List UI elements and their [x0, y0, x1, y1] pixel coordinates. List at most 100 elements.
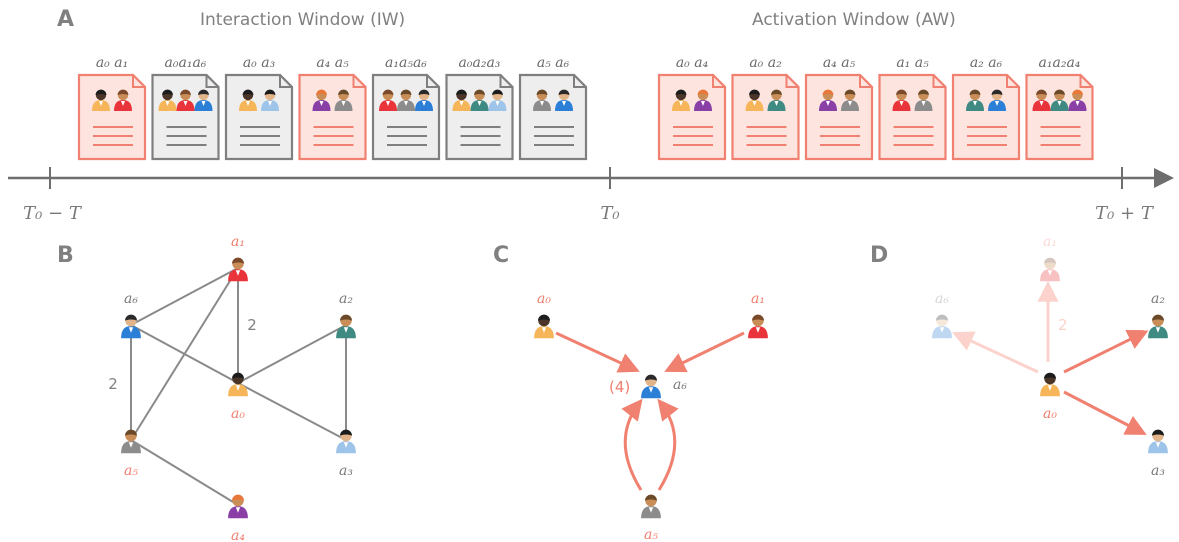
agent-a2-icon — [767, 89, 786, 111]
doc-label: a₀ a₂ — [749, 55, 782, 71]
node-label-a4: a₄ — [231, 528, 245, 542]
node-label-a5: a₅ — [124, 463, 138, 479]
agent-a4-icon — [1068, 89, 1087, 111]
agent-a0-icon — [534, 314, 554, 339]
node-label-a6: a₆ — [673, 377, 687, 393]
node-a1: a₁ — [748, 291, 768, 339]
agent-a5-icon — [121, 429, 141, 454]
document-icon — [731, 73, 800, 161]
tick-label-t0: T₀ — [600, 203, 619, 224]
iw-doc-1: a₀a₁a₆ — [151, 55, 220, 161]
aw-doc-1: a₀ a₂ — [731, 55, 800, 161]
node-a2: a₂ — [336, 291, 356, 339]
panel-d-letter: D — [870, 243, 888, 268]
node-a0: a₀ — [1040, 372, 1060, 422]
document-icon — [224, 73, 294, 161]
node-label-a0: a₀ — [231, 406, 245, 422]
doc-label: a₀ a₁ — [96, 55, 128, 71]
document-icon — [298, 73, 367, 161]
agent-a3-icon — [336, 429, 356, 454]
agent-a4-icon — [819, 89, 837, 111]
aw-doc-2: a₄ a₅ — [804, 55, 874, 161]
agent-a6-icon — [555, 89, 573, 111]
panel-c-count-label: (4) — [609, 378, 630, 396]
agent-a3-icon — [1148, 429, 1168, 454]
node-label-a5: a₅ — [644, 527, 658, 542]
node-a6: a₆ — [121, 291, 141, 339]
node-label-a1: a₁ — [1043, 234, 1057, 250]
doc-label: a₀ a₃ — [243, 55, 276, 71]
agent-a3-icon — [261, 89, 279, 111]
edge-a0-a3 — [237, 382, 347, 441]
edge-a6-a1 — [130, 267, 239, 326]
edge-a0-a2 — [1063, 330, 1149, 374]
agent-a1-icon — [1032, 89, 1051, 111]
agent-a1-icon — [228, 257, 248, 282]
agent-a6-icon — [641, 374, 661, 399]
agent-a4-icon — [694, 89, 712, 111]
agent-a5-icon — [841, 89, 859, 111]
agent-a1-icon — [748, 314, 768, 339]
agent-a1-icon — [114, 89, 132, 111]
agent-a5-icon — [533, 89, 551, 111]
agent-a0-icon — [158, 89, 177, 111]
agent-a2-icon — [470, 89, 489, 111]
doc-label: a₁a₂a₄ — [1039, 55, 1081, 71]
agent-a0-icon — [92, 89, 110, 111]
panel-c-letter: C — [493, 243, 509, 268]
aw-doc-3: a₁ a₅ — [878, 55, 947, 161]
node-label-a1: a₁ — [751, 291, 765, 307]
node-label-a0: a₀ — [1043, 406, 1057, 422]
panel-b-letter: B — [57, 243, 74, 268]
agent-a6-icon — [415, 89, 433, 111]
agent-a3-icon — [488, 89, 507, 111]
doc-label: a₄ a₅ — [316, 55, 349, 71]
edge-a5-a4 — [130, 439, 239, 506]
document-icon — [804, 73, 874, 161]
agent-a0-icon — [452, 89, 471, 111]
panel-a-letter: A — [57, 7, 74, 32]
node-a4: a₄ — [228, 494, 248, 542]
edge-weight-label: 2 — [108, 375, 118, 393]
doc-label: a₀a₂a₃ — [459, 55, 501, 71]
document-icon — [951, 73, 1021, 161]
node-label-a6: a₆ — [935, 291, 949, 307]
agent-a6-icon — [121, 314, 141, 339]
doc-label: a₁ a₅ — [896, 55, 929, 71]
doc-label: a₄ a₅ — [823, 55, 856, 71]
iw-doc-4: a₁a₅a₆ — [371, 55, 441, 161]
agent-a2-icon — [1148, 314, 1168, 339]
agent-a6-icon — [988, 89, 1006, 111]
edge-a0-a2 — [237, 324, 347, 384]
panel-b-edges: 22 — [108, 267, 347, 506]
iw-documents: a₀ a₁ a₀a₁a₆ a₀ a₃ a₄ a₅ a₁a₅a₆ a₀a₂a₃ a₅ a₆ — [77, 55, 588, 161]
agent-a5-icon — [641, 494, 661, 519]
aw-label: Activation Window (AW) — [752, 10, 956, 30]
document-icon — [77, 73, 147, 161]
document-icon — [878, 73, 947, 161]
agent-a1-icon — [1040, 257, 1060, 282]
iw-doc-2: a₀ a₃ — [224, 55, 294, 161]
agent-a0-icon — [672, 89, 690, 111]
agent-a1-icon — [379, 89, 397, 111]
tick-label-end: T₀ + T — [1095, 203, 1155, 224]
edge-a0-a6-faded — [952, 331, 1039, 374]
doc-label: a₅ a₆ — [537, 55, 570, 71]
node-a2: a₂ — [1148, 291, 1168, 339]
node-label-a2: a₂ — [339, 291, 353, 307]
node-label-a1: a₁ — [231, 234, 245, 250]
edge-a5-a6-right — [657, 398, 679, 491]
node-a1: a₁ — [1040, 234, 1060, 282]
doc-label: a₂ a₆ — [970, 55, 1003, 71]
node-a0: a₀ — [228, 372, 248, 422]
agent-a0-icon — [745, 89, 764, 111]
tick-label-start: T₀ − T — [23, 203, 83, 224]
iw-doc-3: a₄ a₅ — [298, 55, 367, 161]
agent-a2-icon — [966, 89, 984, 111]
agent-a5-icon — [397, 89, 415, 111]
